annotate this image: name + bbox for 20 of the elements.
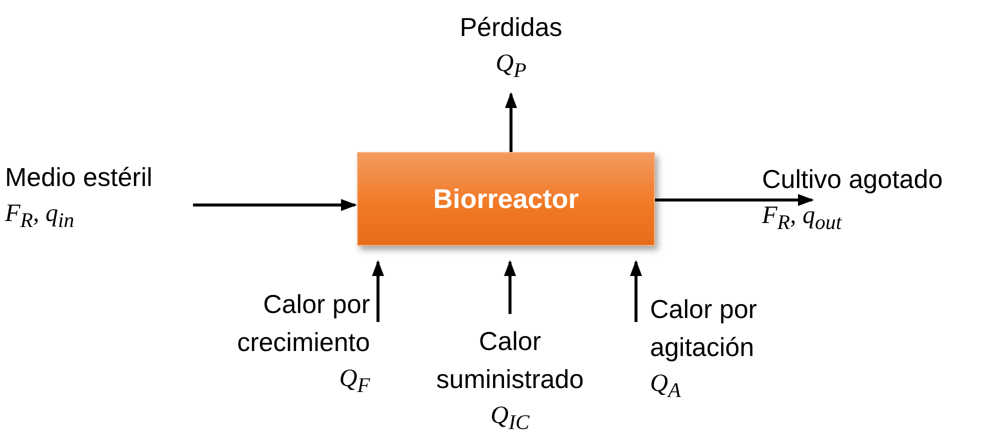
arrow [505,92,517,152]
flow-label: Calor suministrado [435,325,585,396]
formula-label: Q$_{A}$ [650,369,682,404]
flow-label: Cultivo agotado [762,163,944,196]
arrow [193,199,357,211]
arrow [504,260,516,314]
flow-label: Pérdidas [458,11,564,44]
formula-label: Q$_{F}$ [338,364,370,399]
arrow [655,194,814,206]
flow-label: Calor por agitación [650,293,758,364]
node-title: Biorreactor [433,183,579,216]
flow-label: Medio estéril [5,161,154,194]
formula-label: Q$_{IC}$ [490,401,530,436]
flow-label: Calor por crecimiento [236,288,370,359]
process-box [357,152,655,246]
formula-label: F$_{R}$, q$_{in}$ [5,199,76,234]
formula-label: Q$_{P}$ [494,49,528,84]
arrow [630,260,642,322]
arrow [372,260,384,322]
formula-label: F$_{R}$, q$_{out}$ [762,201,843,236]
